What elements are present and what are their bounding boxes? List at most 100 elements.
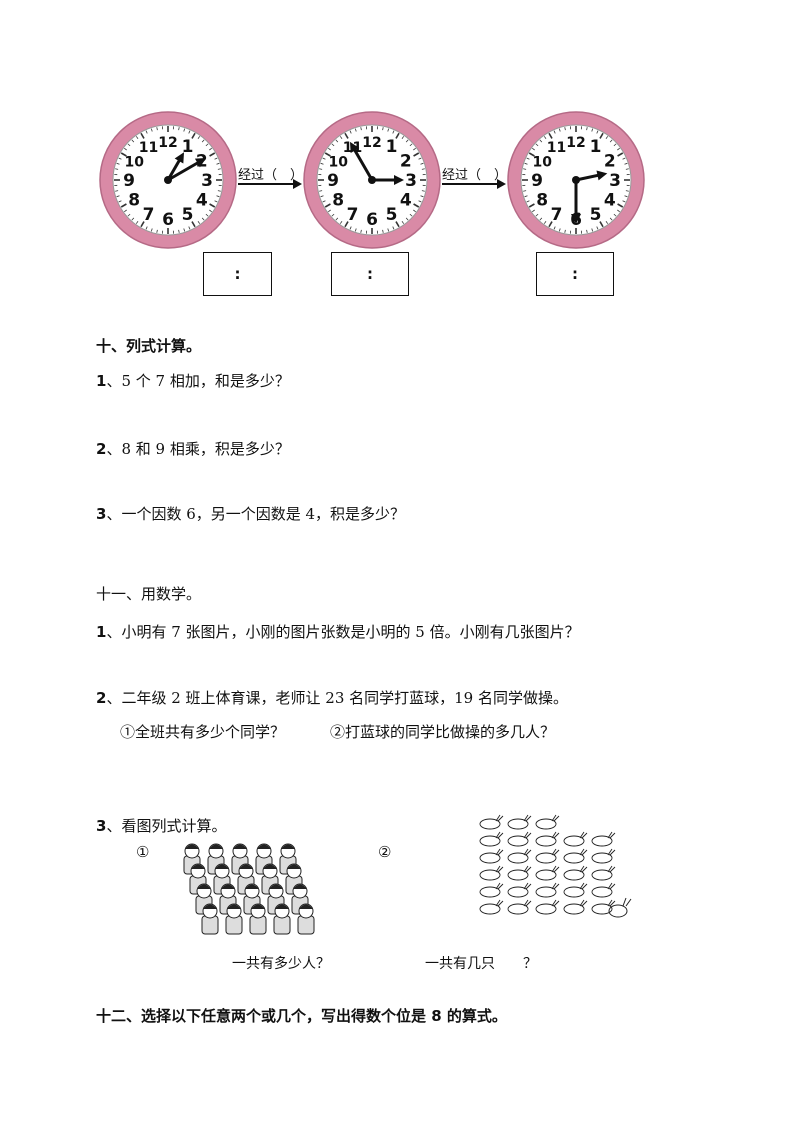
time-answer-box-2[interactable]: : — [331, 252, 409, 296]
rabbit — [507, 869, 529, 881]
clock-tick — [116, 162, 120, 165]
s11-question-2: 2、二年级 2 班上体育课，老师让 23 名同学打蓝球，19 名同学做操。 — [96, 689, 568, 707]
clock-number: 7 — [347, 205, 359, 225]
clock-tick — [116, 195, 120, 198]
clock-number: 2 — [604, 152, 616, 172]
rabbit-ears — [607, 899, 616, 907]
clock-tick — [209, 203, 216, 208]
clock-tick — [599, 221, 604, 228]
rabbit — [591, 869, 613, 881]
s11-q3-mark-2: ② — [378, 843, 392, 861]
rabbit-ears — [551, 814, 560, 822]
rabbit-ears — [607, 831, 616, 839]
rabbit-ears — [495, 899, 504, 907]
s11-question-3: 3、看图列式计算。 — [96, 817, 227, 835]
clock-tick — [135, 136, 139, 139]
s11-q3-caption-1: 一共有多少人？ — [232, 956, 330, 972]
clock-tick — [217, 190, 221, 192]
arrow-2 — [442, 179, 506, 189]
rabbit — [591, 852, 613, 864]
elapsed-label-2: 经过（ ） — [442, 168, 508, 183]
clock-tick — [596, 226, 599, 230]
clock-tick — [418, 157, 422, 160]
time-answer-box-3[interactable]: : — [536, 252, 614, 296]
clock-number: 12 — [566, 135, 585, 151]
clock-tick — [413, 152, 420, 157]
clock-tick — [183, 228, 186, 232]
clock-tick — [360, 229, 362, 233]
clock-tick — [124, 147, 127, 151]
clock-tick — [205, 213, 209, 217]
arrow-1 — [238, 179, 302, 189]
hour-hand-tip — [174, 152, 184, 164]
clock-tick — [526, 200, 530, 203]
clock-number: 10 — [532, 155, 552, 171]
clock-tick — [209, 147, 212, 151]
clock-number: 1 — [182, 137, 194, 157]
clock-tick — [324, 152, 331, 157]
rabbit — [591, 886, 613, 898]
rabbit-ears — [523, 848, 532, 856]
section-11-title: 十一、用数学。 — [96, 585, 202, 603]
time-answer-box-1[interactable]: : — [203, 252, 272, 296]
clock-tick — [124, 209, 127, 213]
clock-tick — [395, 132, 400, 139]
rabbit-single-ears — [622, 897, 632, 907]
s11-q2-sub-2: ②打蓝球的同学比做操的多几人？ — [330, 723, 556, 741]
clock-tick — [140, 132, 145, 139]
student-hair — [287, 864, 301, 869]
clock-number: 9 — [123, 171, 135, 191]
rabbit — [535, 903, 557, 915]
rabbit — [535, 835, 557, 847]
clock-number: 10 — [124, 155, 144, 171]
clock-tick — [320, 162, 324, 165]
clock-tick — [183, 128, 186, 132]
clock-number: 12 — [158, 135, 177, 151]
clock-tick — [543, 221, 547, 224]
clock-tick — [150, 128, 153, 132]
clock-tick — [135, 221, 139, 224]
rabbit-ears — [607, 882, 616, 890]
clock-number: 5 — [182, 205, 194, 225]
clock-tick — [421, 190, 425, 192]
clock-tick — [328, 209, 331, 213]
clock-tick — [586, 127, 588, 131]
rabbits-illustration — [479, 814, 632, 918]
clock-number: 4 — [400, 191, 412, 211]
clock-tick — [535, 213, 539, 217]
clock-number: 6 — [366, 210, 378, 230]
rabbit-ears — [607, 848, 616, 856]
clock-tick — [339, 221, 343, 224]
student-hair — [221, 884, 235, 889]
clock-number: 4 — [604, 191, 616, 211]
student-hair — [245, 884, 259, 889]
student-hair — [281, 844, 295, 849]
clock-tick — [118, 157, 122, 160]
student-hair — [185, 844, 199, 849]
clock-tick — [120, 203, 127, 208]
section-12-title: 十二、选择以下任意两个或几个，写出得数个位是 8 的算式。 — [96, 1007, 507, 1025]
clock-tick — [617, 209, 620, 213]
rabbit — [563, 869, 585, 881]
clock-tick — [156, 229, 158, 233]
clock-tick — [115, 190, 119, 192]
rabbit — [591, 903, 613, 915]
rabbit-ears — [523, 831, 532, 839]
rabbit-ears — [551, 882, 560, 890]
clock-tick — [209, 152, 216, 157]
rabbit — [535, 852, 557, 864]
clock-tick — [420, 195, 424, 198]
clock-number: 8 — [536, 191, 548, 211]
clock-number: 12 — [362, 135, 381, 151]
clock-tick — [191, 132, 196, 139]
clock-number: 2 — [400, 152, 412, 172]
clock-tick — [387, 128, 390, 132]
clock-tick — [197, 221, 201, 224]
student-hair — [215, 864, 229, 869]
clock-tick — [553, 226, 556, 230]
hour-hand-tip — [394, 175, 404, 185]
student-body — [249, 915, 267, 935]
rabbit-ears — [579, 865, 588, 873]
clock-tick — [564, 229, 566, 233]
student-body — [273, 915, 291, 935]
